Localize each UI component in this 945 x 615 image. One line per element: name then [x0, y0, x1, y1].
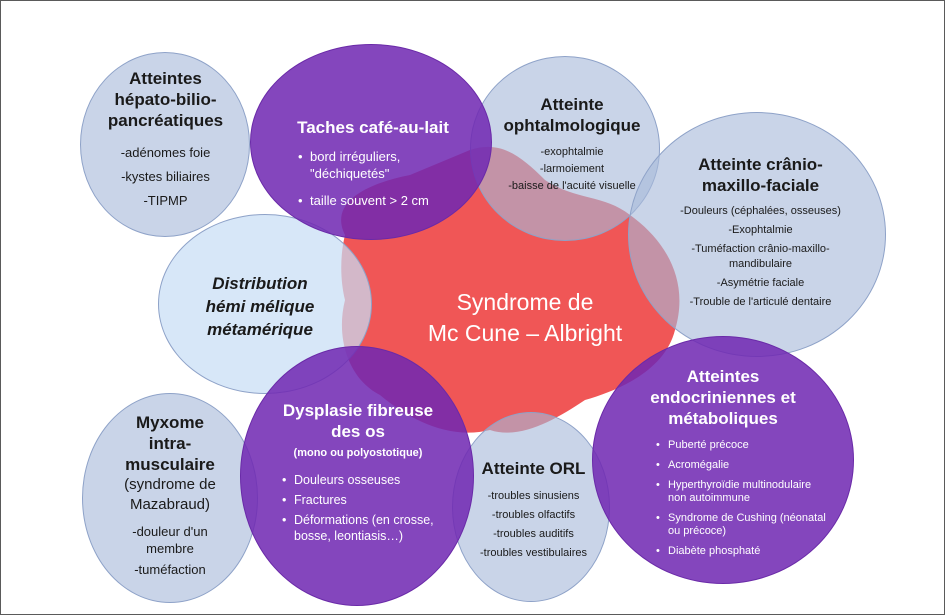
list-item: -kystes biliaires: [121, 169, 210, 184]
ophtalmo-list: -exophtalmie -larmoiement -baisse de l'a…: [492, 144, 652, 195]
dysplasie-text: Dysplasie fibreuse des os (mono ou polyo…: [268, 400, 448, 544]
list-item: Douleurs osseuses: [282, 472, 447, 488]
myxome-subtitle: (syndrome de Mazabraud): [124, 476, 216, 513]
center-line-1: Syndrome de: [456, 289, 594, 315]
list-item: taille souvent > 2 cm: [298, 192, 458, 209]
list-item: -Exophtalmie: [728, 224, 793, 236]
list-item: Diabète phosphaté: [656, 545, 826, 558]
list-item: -exophtalmie: [540, 146, 604, 158]
list-item: Hyperthyroïdie multinodulaire non autoim…: [656, 479, 826, 505]
hepato-title: Atteintes hépato-bilio- pancréatiques: [107, 69, 224, 130]
list-item: -douleur d'un membre: [132, 524, 208, 556]
ophtalmo-circle: [470, 56, 660, 241]
list-item: -larmoiement: [539, 163, 605, 175]
list-item: -troubles auditifs: [493, 528, 574, 540]
dysplasie-list: Douleurs osseuses Fractures Déformations…: [282, 472, 447, 544]
list-item: -Douleurs (céphalées, osseuses): [680, 205, 841, 217]
hepato-text: Atteintes hépato-bilio- pancréatiques -a…: [88, 68, 243, 213]
list-item: -troubles olfactifs: [491, 509, 576, 521]
myxome-text: Myxome intra- musculaire (syndrome de Ma…: [95, 412, 245, 578]
list-item: -Tuméfaction crânio-maxillo-mandibulaire: [691, 243, 830, 270]
list-item: -troubles sinusiens: [487, 490, 580, 502]
cranio-list: -Douleurs (céphalées, osseuses) -Exophta…: [668, 204, 853, 310]
orl-list: -troubles sinusiens -troubles olfactifs …: [466, 487, 601, 563]
taches-text: Taches café-au-lait bord irréguliers, "d…: [270, 117, 476, 209]
dysplasie-title: Dysplasie fibreuse des os: [282, 401, 434, 441]
hepato-circle: [80, 52, 250, 237]
endocrine-list: Puberté précoce Acromégalie Hyperthyroïd…: [656, 439, 826, 558]
hepato-list: -adénomes foie -kystes biliaires -TIPMP: [88, 141, 243, 213]
distribution-text: Distribution hémi mélique métamérique: [205, 274, 315, 339]
myxome-circle: [82, 393, 258, 603]
dysplasie-subtitle: (mono ou polyostotique): [293, 447, 423, 459]
list-item: -TIPMP: [143, 193, 188, 208]
list-item: bord irréguliers, "déchiquetés": [298, 148, 458, 182]
ophtalmo-title: Atteinte ophtalmologique: [503, 95, 641, 135]
taches-list: bord irréguliers, "déchiquetés" taille s…: [298, 148, 458, 209]
center-title: Syndrome de Mc Cune – Albright: [395, 287, 655, 349]
list-item: Syndrome de Cushing (néonatal ou précoce…: [656, 512, 826, 538]
ophtalmo-text: Atteinte ophtalmologique -exophtalmie -l…: [492, 94, 652, 195]
list-item: -adénomes foie: [120, 145, 211, 160]
list-item: Fractures: [282, 492, 447, 508]
taches-title: Taches café-au-lait: [297, 118, 449, 137]
list-item: -tuméfaction: [134, 562, 206, 577]
cranio-circle: [628, 112, 886, 357]
cranio-text: Atteinte crânio- maxillo-faciale -Douleu…: [668, 154, 853, 310]
endocrine-text: Atteintes endocriniennes et métaboliques…: [628, 366, 826, 558]
myxome-title: Myxome intra- musculaire: [125, 413, 215, 474]
endocrine-title: Atteintes endocriniennes et métaboliques: [650, 367, 796, 428]
myxome-list: -douleur d'un membre -tuméfaction: [95, 523, 245, 578]
list-item: -Trouble de l'articulé dentaire: [689, 296, 832, 308]
orl-title: Atteinte ORL: [481, 459, 586, 478]
cranio-title: Atteinte crânio- maxillo-faciale: [698, 155, 823, 195]
list-item: Puberté précoce: [656, 439, 826, 452]
list-item: Acromégalie: [656, 459, 826, 472]
list-item: -troubles vestibulaires: [480, 547, 587, 559]
list-item: Déformations (en crosse, bosse, leontias…: [282, 512, 447, 544]
center-line-2: Mc Cune – Albright: [427, 320, 623, 346]
orl-text: Atteinte ORL -troubles sinusiens -troubl…: [466, 458, 601, 563]
list-item: -Asymétrie faciale: [716, 277, 805, 289]
list-item: -baisse de l'acuité visuelle: [508, 180, 636, 192]
